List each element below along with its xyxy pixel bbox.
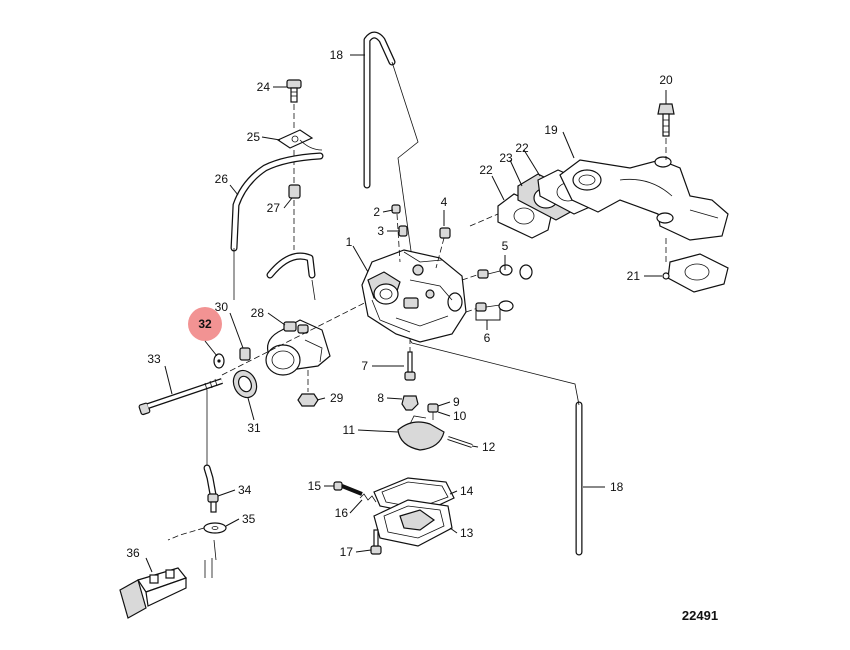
axis-line [221,289,391,376]
callout-c10[interactable]: 10 [453,409,467,423]
nut-29-part [297,393,319,407]
callout-c11[interactable]: 11 [343,423,356,437]
screw-2-part [391,204,401,263]
vent-hose-upper-part [363,31,419,259]
callout-c35[interactable]: 35 [242,512,256,526]
spring-16-part [359,493,377,503]
callout-labels: 18 18 24 25 27 26 28 29 30 32 31 33 34 3… [126,48,673,560]
callout-c1[interactable]: 1 [346,235,353,249]
leader-lines [145,54,667,573]
callout-c14[interactable]: 14 [460,484,474,498]
needle-9-part [427,403,439,420]
nut-27-part [288,184,301,199]
screw-4-part [435,227,451,269]
elbow-hose-part [266,252,316,301]
carburetor-body-1-part [361,249,467,343]
callout-c18a[interactable]: 18 [330,48,344,62]
callout-c9[interactable]: 9 [453,395,460,409]
callout-c6[interactable]: 6 [484,331,491,345]
callout-c25[interactable]: 25 [247,130,261,144]
callout-c26[interactable]: 26 [215,172,229,186]
screw-24-part [286,79,302,103]
washer-32-part [213,353,225,369]
callout-c33[interactable]: 33 [147,352,161,366]
bracket-25-part [276,129,323,151]
callout-c31[interactable]: 31 [247,421,261,435]
drawing-number: 22491 [682,608,718,623]
callout-c18b[interactable]: 18 [610,480,624,494]
screw-15-part [333,481,363,496]
callout-c15[interactable]: 15 [308,479,322,493]
screw-7-part [404,338,416,381]
spacer-30-part [239,347,251,361]
callout-c22a[interactable]: 22 [479,163,493,177]
gasket-22-front-part [469,193,553,239]
callout-c29[interactable]: 29 [330,391,344,405]
gasket-21-part [665,238,729,293]
callout-c3[interactable]: 3 [377,224,384,238]
jet-3-part [398,225,408,237]
callout-c28[interactable]: 28 [251,306,265,320]
callout-c17[interactable]: 17 [340,545,354,559]
vent-hose-lower-part [409,339,583,556]
gasket-hole-marker [662,272,670,280]
washer-35-part [167,522,227,578]
callout-c27[interactable]: 27 [267,201,281,215]
callout-c21[interactable]: 21 [627,269,641,283]
callout-c19[interactable]: 19 [544,123,558,137]
jet-8-part [401,395,419,411]
callout-c5[interactable]: 5 [502,239,509,253]
callout-c20[interactable]: 20 [659,73,673,87]
pin-12-part [447,436,473,448]
bolt-33-part [138,378,223,416]
choke-knob-36-part [119,567,187,619]
throttle-rod-part [203,390,218,504]
callout-c13[interactable]: 13 [460,526,474,540]
seal-31-part [232,369,258,399]
callout-c7[interactable]: 7 [361,359,368,373]
callout-c36[interactable]: 36 [126,546,140,560]
callout-c34[interactable]: 34 [238,483,252,497]
screw-5-part [461,264,533,281]
throttle-body-28-part [265,319,331,376]
callout-c16[interactable]: 16 [335,506,349,520]
callout-c2[interactable]: 2 [373,205,380,219]
callout-c22b[interactable]: 22 [515,141,529,155]
bolt-20-part [657,103,675,160]
cable-26-part [230,152,324,300]
callout-c12[interactable]: 12 [482,440,496,454]
float-11-part [397,415,445,451]
screw-6-part [465,300,514,313]
callout-c24[interactable]: 24 [257,80,271,94]
callout-c4[interactable]: 4 [441,195,448,209]
callout-c23[interactable]: 23 [499,151,513,165]
callout-c32-highlighted[interactable]: 32 [198,317,212,331]
intake-manifold-19-part [559,156,729,241]
float-bowl-13-part [373,499,453,547]
screw-34-part [207,493,219,513]
highlight-marker[interactable] [188,307,222,341]
callout-c30[interactable]: 30 [215,300,229,314]
callout-c8[interactable]: 8 [377,391,384,405]
